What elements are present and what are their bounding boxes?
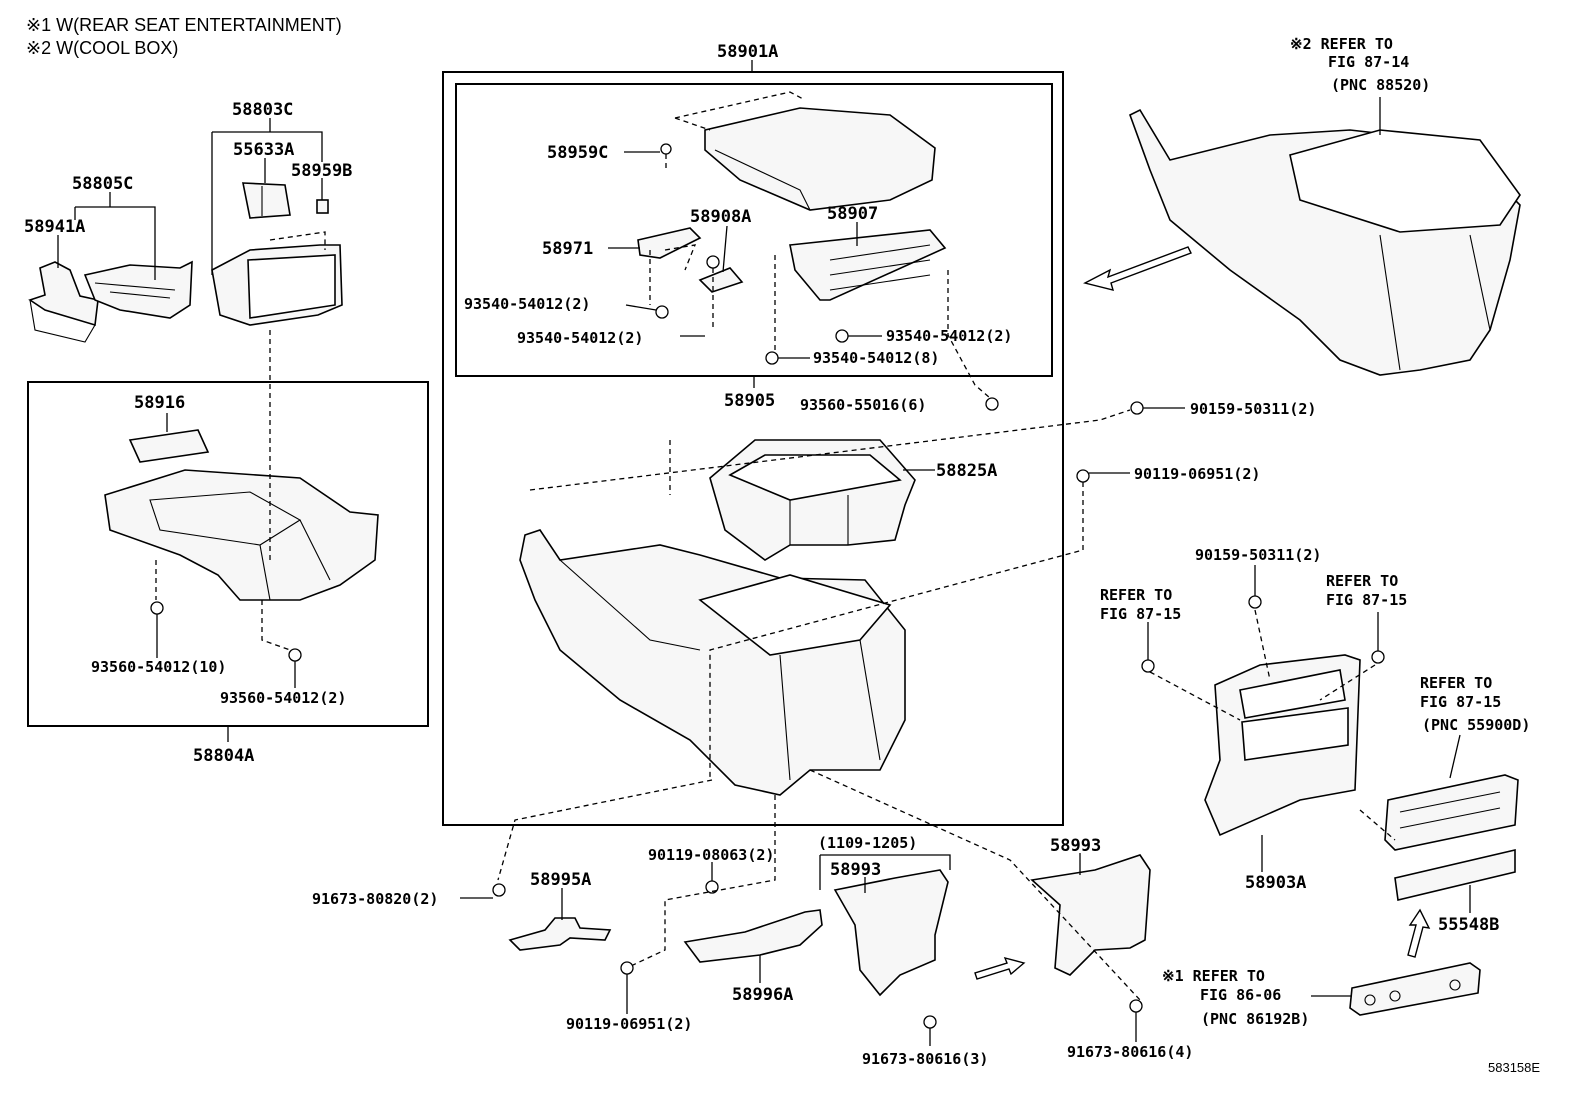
label-90119-06951-top: 90119-06951(2) bbox=[1134, 465, 1260, 483]
part-58959b-drawing bbox=[316, 199, 329, 214]
note-rear-seat-entertainment: ※1 W(REAR SEAT ENTERTAINMENT) bbox=[26, 15, 342, 35]
label-90119-08063: 90119-08063(2) bbox=[648, 846, 774, 864]
label-date-range: (1109-1205) bbox=[818, 834, 917, 852]
label-58805c: 58805C bbox=[72, 174, 133, 194]
label-93540-54012-c: 93540-54012(2) bbox=[886, 327, 1012, 345]
part-climate-control-panel-drawing bbox=[1384, 774, 1519, 851]
ref-bottom-line2: FIG 86-06 bbox=[1200, 986, 1281, 1004]
label-93540-54012-b: 93540-54012(2) bbox=[517, 329, 643, 347]
part-console-assembly-reference-drawing bbox=[1129, 108, 1521, 376]
label-90159-50311-mid: 90159-50311(2) bbox=[1195, 546, 1321, 564]
label-58803c: 58803C bbox=[232, 100, 293, 120]
part-55633a-drawing bbox=[242, 182, 291, 219]
label-58905: 58905 bbox=[724, 391, 775, 411]
label-58907: 58907 bbox=[827, 204, 878, 224]
part-58901a-console-drawing bbox=[519, 529, 906, 796]
label-58971: 58971 bbox=[542, 239, 593, 259]
ref-mid-line2: FIG 87-15 bbox=[1326, 591, 1407, 609]
label-93540-54012-a: 93540-54012(2) bbox=[464, 295, 590, 313]
drawing-code: 583158E bbox=[1488, 1060, 1540, 1075]
ref-top-line3: (PNC 88520) bbox=[1331, 76, 1430, 94]
part-58825a-drawing bbox=[709, 439, 916, 561]
part-58993-bracket-a-drawing bbox=[833, 869, 949, 997]
part-rear-seat-entertainment-panel-drawing bbox=[1349, 962, 1481, 1016]
label-58901a: 58901A bbox=[717, 42, 778, 62]
part-58941a-drawing bbox=[28, 261, 99, 343]
label-58916: 58916 bbox=[134, 393, 185, 413]
ref-right-line2: FIG 87-15 bbox=[1420, 693, 1501, 711]
bolts bbox=[150, 143, 1385, 1029]
part-58995a-drawing bbox=[508, 917, 612, 951]
direction-arrow-left bbox=[1083, 246, 1192, 291]
label-58996a: 58996A bbox=[732, 985, 793, 1005]
label-91673-80616-3: 91673-80616(3) bbox=[862, 1050, 988, 1068]
label-90159-50311-top: 90159-50311(2) bbox=[1190, 400, 1316, 418]
label-93560-55016: 93560-55016(6) bbox=[800, 396, 926, 414]
ref-right-line3: (PNC 55900D) bbox=[1422, 716, 1530, 734]
part-58803c-drawing bbox=[211, 244, 343, 326]
leader-lines bbox=[57, 60, 1471, 1046]
direction-arrow-up bbox=[1407, 908, 1431, 958]
part-58996a-drawing bbox=[683, 909, 823, 963]
part-58903a-drawing bbox=[1204, 654, 1361, 837]
label-58908a: 58908A bbox=[690, 207, 751, 227]
label-93560-54012-10: 93560-54012(10) bbox=[91, 658, 226, 676]
part-58907-drawing bbox=[789, 229, 947, 301]
label-91673-80616-4: 91673-80616(4) bbox=[1067, 1043, 1193, 1061]
label-58993-b: 58993 bbox=[1050, 836, 1101, 856]
ref-top-line1: ※2 REFER TO bbox=[1290, 35, 1393, 53]
part-58804a-drawing bbox=[104, 469, 379, 601]
label-58959b: 58959B bbox=[291, 161, 352, 181]
ref-top-line2: FIG 87-14 bbox=[1328, 53, 1409, 71]
label-55548b: 55548B bbox=[1438, 915, 1499, 935]
part-58805c-drawing bbox=[83, 260, 193, 319]
ref-left-line1: REFER TO bbox=[1100, 586, 1172, 604]
part-58908a-drawing bbox=[698, 267, 744, 293]
part-58905-armrest-drawing bbox=[704, 107, 936, 211]
ref-right-line1: REFER TO bbox=[1420, 674, 1492, 692]
label-58993-a: 58993 bbox=[830, 860, 881, 880]
part-58916-drawing bbox=[128, 429, 210, 463]
label-58825a: 58825A bbox=[936, 461, 997, 481]
label-93540-54012-8: 93540-54012(8) bbox=[813, 349, 939, 367]
label-91673-80820: 91673-80820(2) bbox=[312, 890, 438, 908]
ref-bottom-line1: ※1 REFER TO bbox=[1162, 967, 1265, 985]
part-58971-drawing bbox=[637, 227, 702, 259]
direction-arrow-right bbox=[974, 956, 1026, 980]
label-58941a: 58941A bbox=[24, 217, 85, 237]
part-58993-bracket-b-drawing bbox=[1030, 854, 1151, 976]
label-58959c: 58959C bbox=[547, 143, 608, 163]
label-90119-06951-bottom: 90119-06951(2) bbox=[566, 1015, 692, 1033]
label-58903a: 58903A bbox=[1245, 873, 1306, 893]
ref-left-line2: FIG 87-15 bbox=[1100, 605, 1181, 623]
part-55548b-drawing bbox=[1394, 848, 1516, 901]
frame-58901a bbox=[442, 71, 1064, 826]
label-58995a: 58995A bbox=[530, 870, 591, 890]
label-55633a: 55633A bbox=[233, 140, 294, 160]
dashed-guide-lines bbox=[155, 91, 1396, 1001]
note-cool-box: ※2 W(COOL BOX) bbox=[26, 38, 178, 58]
ref-mid-line1: REFER TO bbox=[1326, 572, 1398, 590]
label-93560-54012-2: 93560-54012(2) bbox=[220, 689, 346, 707]
ref-bottom-line3: (PNC 86192B) bbox=[1201, 1010, 1309, 1028]
label-58804a: 58804A bbox=[193, 746, 254, 766]
